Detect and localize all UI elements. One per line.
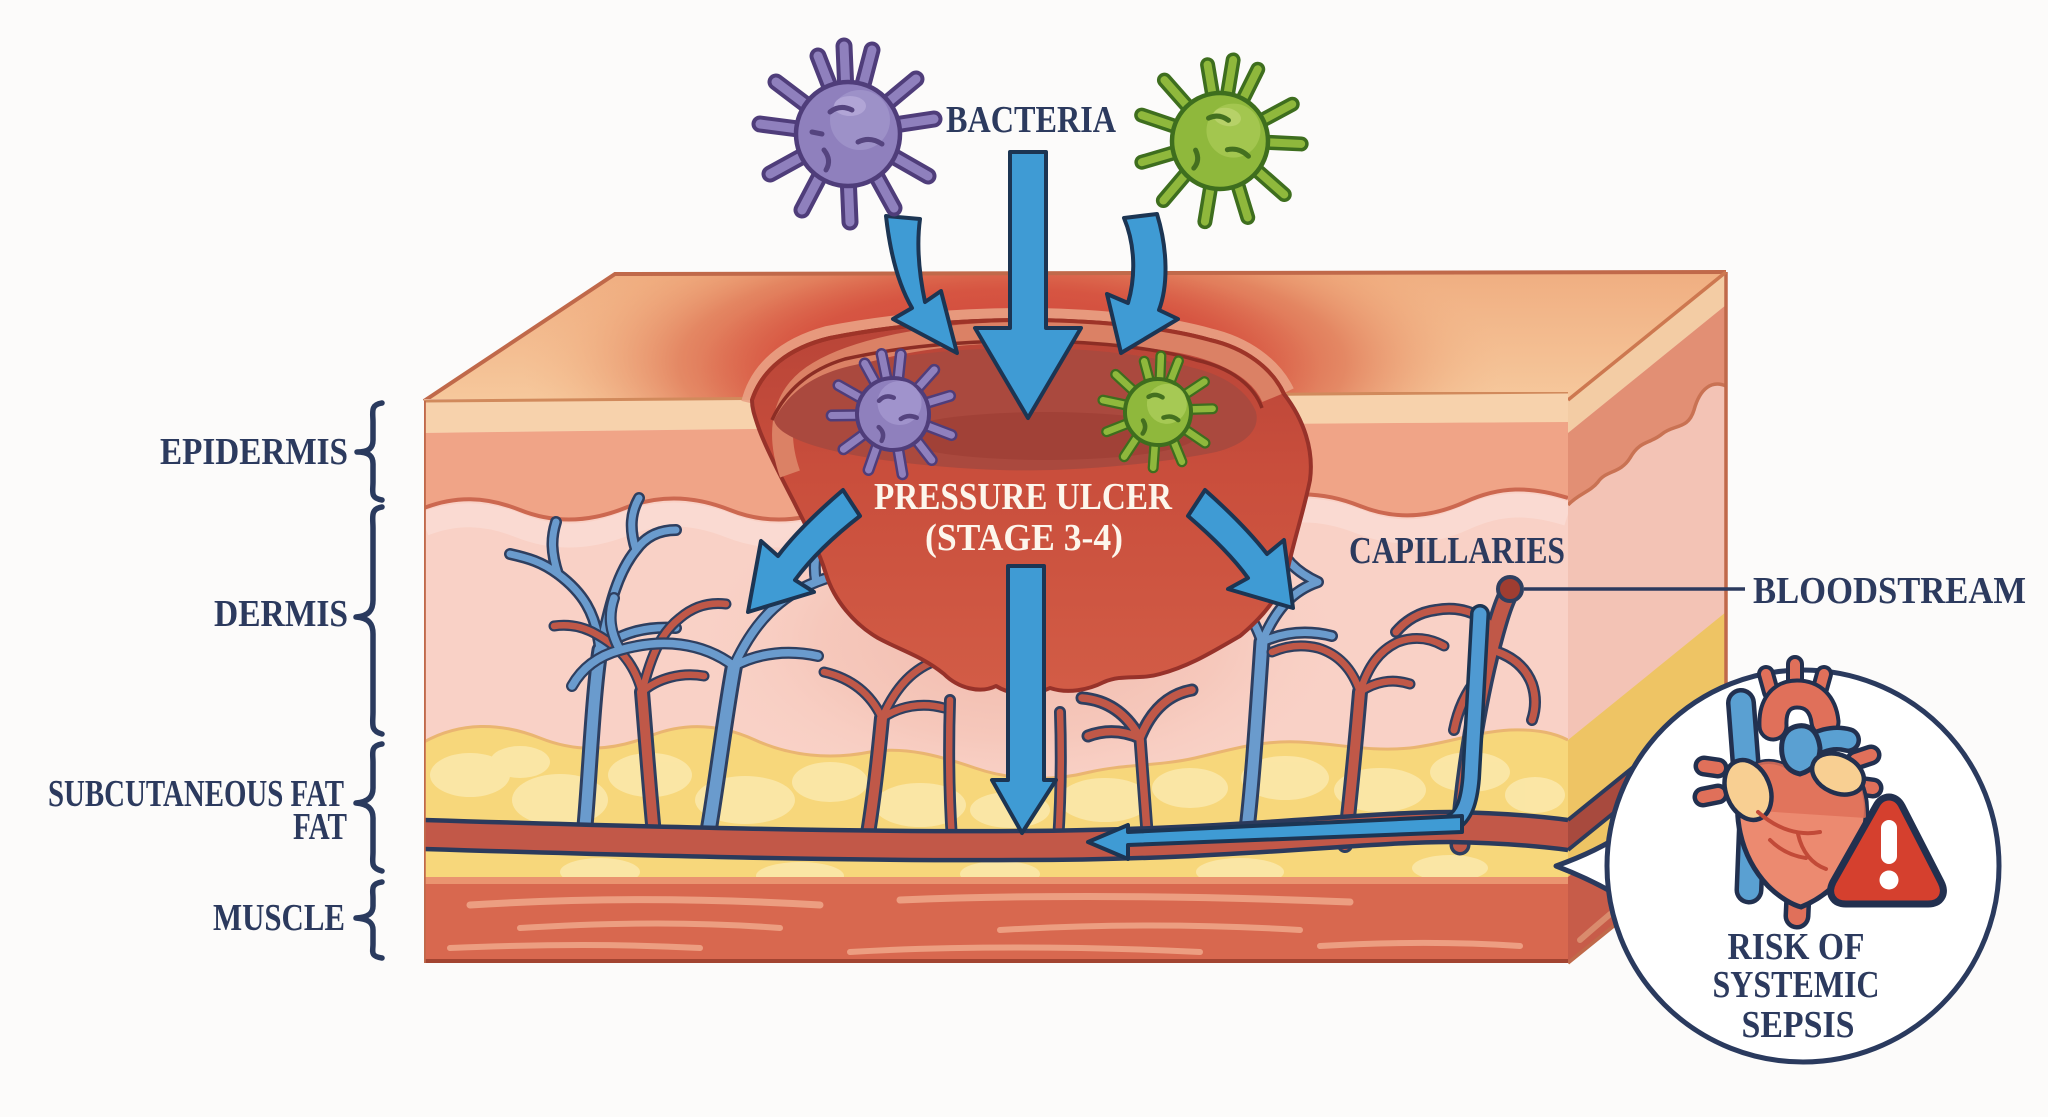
svg-text:RISK OF: RISK OF — [1728, 926, 1865, 968]
svg-text:SYSTEMIC: SYSTEMIC — [1713, 964, 1880, 1006]
svg-text:(STAGE 3-4): (STAGE 3-4) — [925, 517, 1123, 559]
svg-text:SEPSIS: SEPSIS — [1742, 1004, 1855, 1046]
svg-text:EPIDERMIS: EPIDERMIS — [160, 431, 348, 473]
svg-text:BLOODSTREAM: BLOODSTREAM — [1753, 570, 2026, 612]
svg-text:PRESSURE ULCER: PRESSURE ULCER — [874, 476, 1172, 518]
svg-text:FAT: FAT — [293, 806, 347, 848]
svg-text:SUBCUTANEOUS FAT: SUBCUTANEOUS FAT — [48, 773, 344, 815]
svg-text:BACTERIA: BACTERIA — [946, 99, 1116, 141]
svg-text:DERMIS: DERMIS — [214, 593, 348, 635]
svg-text:CAPILLARIES: CAPILLARIES — [1349, 530, 1565, 572]
svg-text:MUSCLE: MUSCLE — [213, 897, 345, 939]
